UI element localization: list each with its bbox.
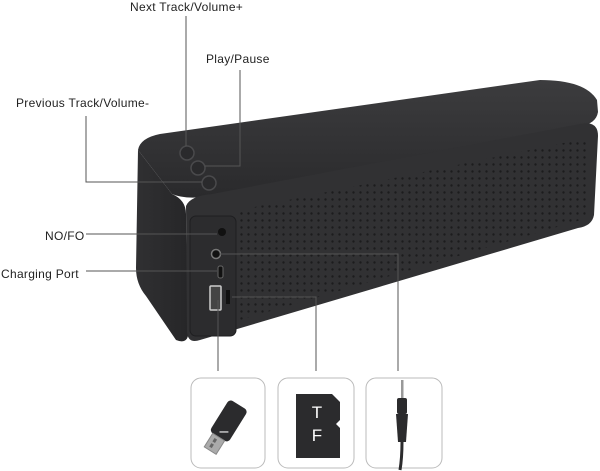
aux-port[interactable] <box>210 248 222 260</box>
previous-track-button[interactable] <box>201 175 217 191</box>
usb-port[interactable] <box>209 285 222 311</box>
aux-cable-card <box>365 377 443 471</box>
usb-drive-card: – <box>190 377 266 469</box>
speaker-grille <box>240 139 590 320</box>
speaker-top-face <box>138 80 598 198</box>
tf-card-slot[interactable] <box>226 290 230 304</box>
leader-lines <box>85 16 399 371</box>
aux-cable-icon <box>396 380 408 471</box>
speaker-body <box>136 80 598 342</box>
play-pause-label: Play/Pause <box>206 52 270 66</box>
nofo-label: NO/FO <box>45 229 85 243</box>
tf-card-mark: T <box>312 403 322 422</box>
next-track-button[interactable] <box>179 145 195 161</box>
play-pause-button[interactable] <box>190 160 206 176</box>
tf-card-mark-f: F <box>312 426 322 445</box>
next-track-label: Next Track/Volume+ <box>130 0 244 14</box>
previous-track-label: Previous Track/Volume- <box>16 96 150 110</box>
charging-port-label: Charging Port <box>1 267 79 281</box>
usb-drive-mark: – <box>220 423 229 440</box>
tf-card-card: T F <box>277 377 355 469</box>
nofo-switch[interactable] <box>218 228 226 236</box>
usb-drive-icon <box>203 400 247 456</box>
port-panel <box>189 215 237 337</box>
charging-port[interactable] <box>217 265 224 279</box>
tf-card-icon <box>296 394 340 458</box>
speaker-end-face <box>136 150 188 342</box>
